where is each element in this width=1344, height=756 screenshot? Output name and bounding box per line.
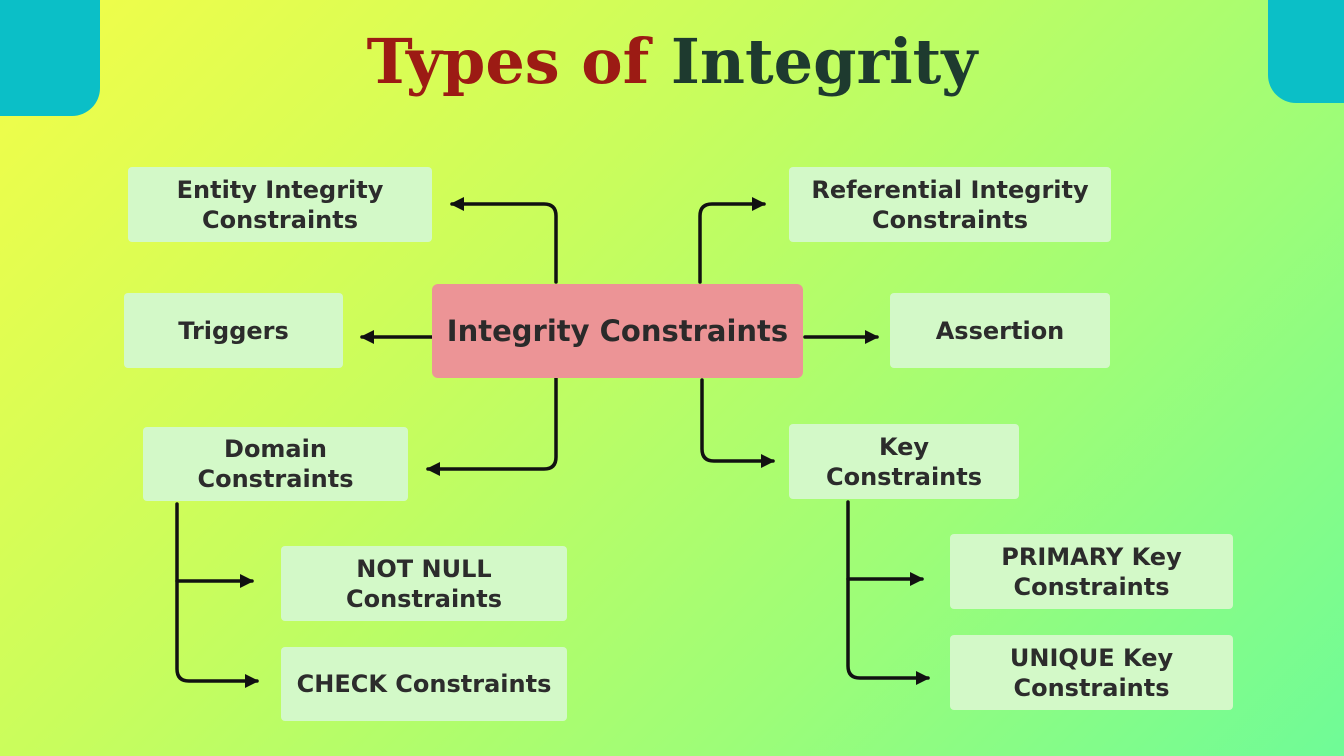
title-accent-text: Types of bbox=[366, 25, 650, 98]
corner-decoration-top-left bbox=[0, 0, 100, 116]
connector-primary-key bbox=[846, 500, 924, 586]
connector-referential bbox=[698, 197, 766, 284]
connector-unique-key bbox=[846, 577, 930, 685]
node-assertion: Assertion bbox=[890, 293, 1110, 368]
corner-decoration-top-right bbox=[1268, 0, 1344, 103]
node-not-null-constraints: NOT NULL Constraints bbox=[281, 546, 567, 621]
connector-domain bbox=[426, 376, 558, 476]
connector-check bbox=[175, 579, 259, 688]
connector-entity bbox=[450, 197, 558, 284]
connector-key bbox=[700, 378, 775, 468]
diagram-title: Types of Integrity bbox=[0, 22, 1344, 102]
connector-not-null bbox=[175, 502, 254, 588]
node-integrity-constraints: Integrity Constraints bbox=[432, 284, 803, 378]
node-entity-integrity: Entity Integrity Constraints bbox=[128, 167, 432, 242]
node-unique-key-constraints: UNIQUE Key Constraints bbox=[950, 635, 1233, 710]
node-key-constraints: Key Constraints bbox=[789, 424, 1019, 499]
node-domain-constraints: Domain Constraints bbox=[143, 427, 408, 501]
title-dark-text: Integrity bbox=[670, 25, 978, 98]
node-primary-key-constraints: PRIMARY Key Constraints bbox=[950, 534, 1233, 609]
node-triggers: Triggers bbox=[124, 293, 343, 368]
node-check-constraints: CHECK Constraints bbox=[281, 647, 567, 721]
node-referential-integrity: Referential Integrity Constraints bbox=[789, 167, 1111, 242]
